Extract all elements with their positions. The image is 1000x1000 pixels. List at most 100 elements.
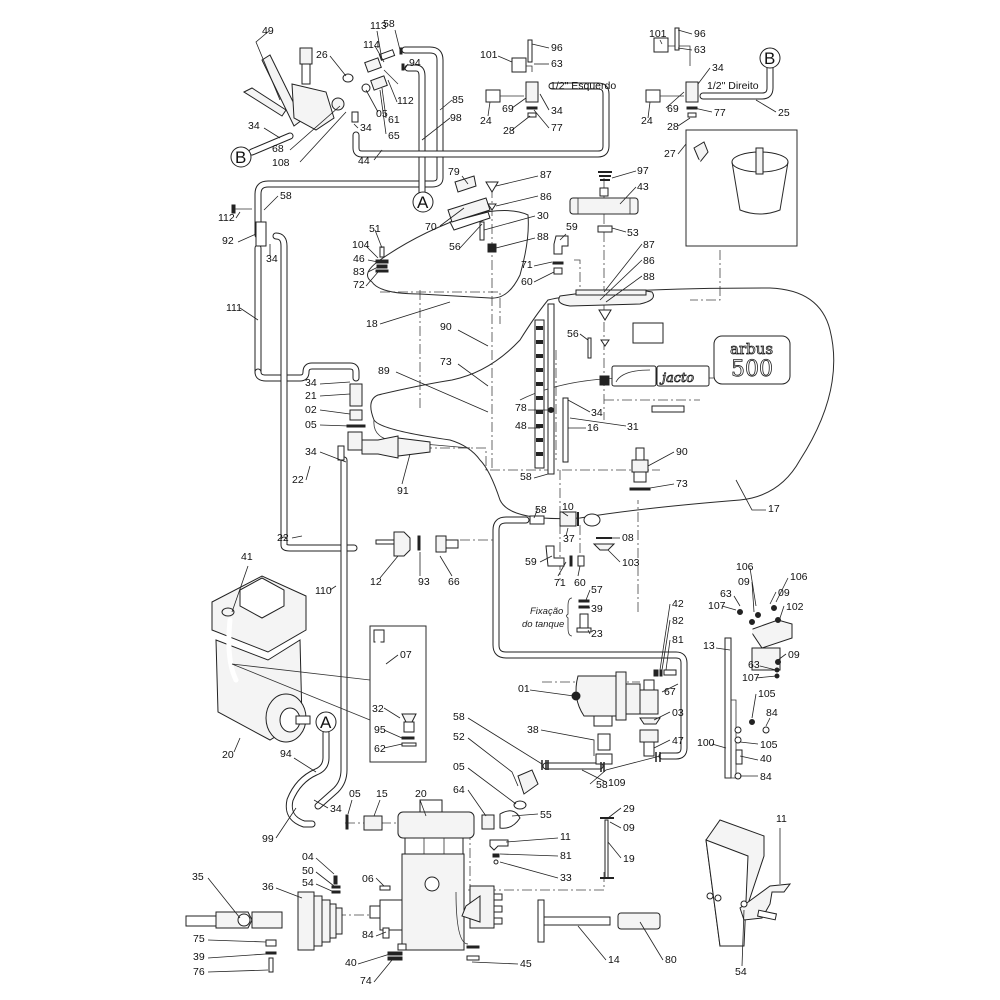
callout-label-34: 34 (551, 105, 563, 117)
level-gauge-scale (534, 319, 545, 469)
callout-label-33: 33 (560, 872, 572, 884)
callout-leader-70 (439, 207, 465, 227)
callout-label-44: 44 (358, 155, 370, 167)
callout-leader-34 (319, 451, 347, 463)
callout-leader-63 (677, 47, 693, 51)
callout-leader-69 (511, 97, 527, 109)
annotations: 1/2" Esquerdo 1/2" Direito Fixação do ta… (522, 80, 759, 630)
callout-label-46: 46 (353, 253, 365, 265)
tank-drain-fittings (529, 447, 651, 637)
callout-label-53: 53 (627, 227, 639, 239)
callout-leader-112 (235, 211, 241, 219)
hose-network (248, 46, 774, 828)
callout-label-59: 59 (525, 556, 537, 568)
callout-leader-105 (751, 693, 757, 719)
callout-label-34: 34 (712, 62, 724, 74)
boom-fittings-right (645, 27, 699, 118)
callout-leader-102 (779, 605, 785, 619)
callout-label-40: 40 (760, 753, 772, 765)
callout-label-88: 88 (643, 271, 655, 283)
callout-leader-58 (467, 717, 543, 765)
connector-b-right-label: B (764, 49, 775, 68)
callout-label-74: 74 (360, 975, 372, 987)
connector-b-left-label: B (235, 148, 246, 167)
callout-leader-58 (533, 473, 549, 479)
callout-label-89: 89 (378, 365, 390, 377)
callout-leader-45 (471, 961, 519, 965)
callout-label-106: 106 (790, 571, 808, 583)
callout-leader-91 (401, 453, 411, 485)
callout-label-02: 02 (305, 404, 317, 416)
gauge-tick (536, 326, 543, 330)
callout-label-54: 54 (302, 877, 314, 889)
callout-leader-03 (653, 711, 671, 721)
callout-label-34: 34 (266, 253, 278, 265)
main-lid-assembly (552, 171, 639, 386)
pressure-regulator (541, 669, 677, 772)
callout-leader-94 (293, 757, 317, 773)
gauge-tick (536, 368, 543, 372)
callout-leader-24 (487, 101, 491, 117)
callout-label-29: 29 (623, 803, 635, 815)
callout-label-96: 96 (551, 42, 563, 54)
callout-label-42: 42 (672, 598, 684, 610)
callout-leader-95 (383, 729, 403, 739)
callout-label-105: 105 (758, 688, 776, 700)
callout-label-62: 62 (374, 743, 386, 755)
callout-label-94: 94 (409, 57, 421, 69)
callout-leader-89 (395, 371, 489, 413)
callout-label-99: 99 (262, 833, 274, 845)
callout-label-95: 95 (374, 724, 386, 736)
callout-label-102: 102 (786, 601, 804, 613)
callout-leader-86 (599, 259, 643, 301)
callout-leader-34 (319, 381, 351, 385)
callout-leader-84 (765, 717, 771, 727)
callout-leader-23 (587, 629, 591, 635)
callout-leader-82 (661, 619, 671, 671)
callout-label-100: 100 (697, 737, 715, 749)
callout-leader-65 (379, 89, 387, 135)
callout-leader-02 (319, 409, 351, 415)
callout-label-70: 70 (425, 221, 437, 233)
callout-leader-53 (611, 227, 627, 233)
callout-label-84: 84 (760, 771, 772, 783)
callout-label-05: 05 (453, 761, 465, 773)
callout-label-34: 34 (330, 803, 342, 815)
callout-label-34: 34 (305, 446, 317, 458)
callout-label-91: 91 (397, 485, 409, 497)
gauge-tick (536, 354, 543, 358)
callout-label-111: 111 (226, 302, 242, 314)
callout-leader-75 (207, 939, 267, 943)
callout-leader-18 (379, 301, 451, 325)
callout-leader-57 (585, 589, 591, 601)
callout-leader-22 (291, 535, 303, 539)
callout-label-66: 66 (448, 576, 460, 588)
callout-label-106: 106 (736, 561, 754, 573)
callout-leader-113 (376, 30, 383, 61)
connector-markers: B A B A (230, 47, 781, 733)
callout-leader-112 (387, 79, 398, 103)
callout-leader-77 (533, 109, 550, 129)
callout-label-60: 60 (521, 276, 533, 288)
callout-leader-88 (495, 237, 536, 249)
callout-label-81: 81 (672, 634, 684, 646)
callout-leader-38 (540, 729, 595, 756)
callout-leader-20 (419, 799, 427, 817)
callout-label-25: 25 (778, 107, 790, 119)
callout-leader-84 (375, 931, 387, 937)
callout-label-96: 96 (694, 28, 706, 40)
callout-leader-36 (275, 887, 303, 899)
callout-leader-59 (539, 555, 553, 563)
callout-label-34: 34 (591, 407, 603, 419)
engine (211, 575, 427, 763)
callout-leader-41 (231, 565, 249, 613)
callout-label-114: 114 (363, 39, 380, 51)
callout-leader-39 (207, 953, 267, 959)
callout-label-07: 07 (400, 649, 412, 661)
callout-leader-17 (735, 479, 766, 511)
callout-label-65: 65 (388, 130, 400, 142)
callout-label-71: 71 (554, 577, 566, 589)
callout-leader-107 (755, 675, 777, 679)
model-badge (713, 335, 791, 385)
callout-leader-55 (511, 813, 539, 817)
